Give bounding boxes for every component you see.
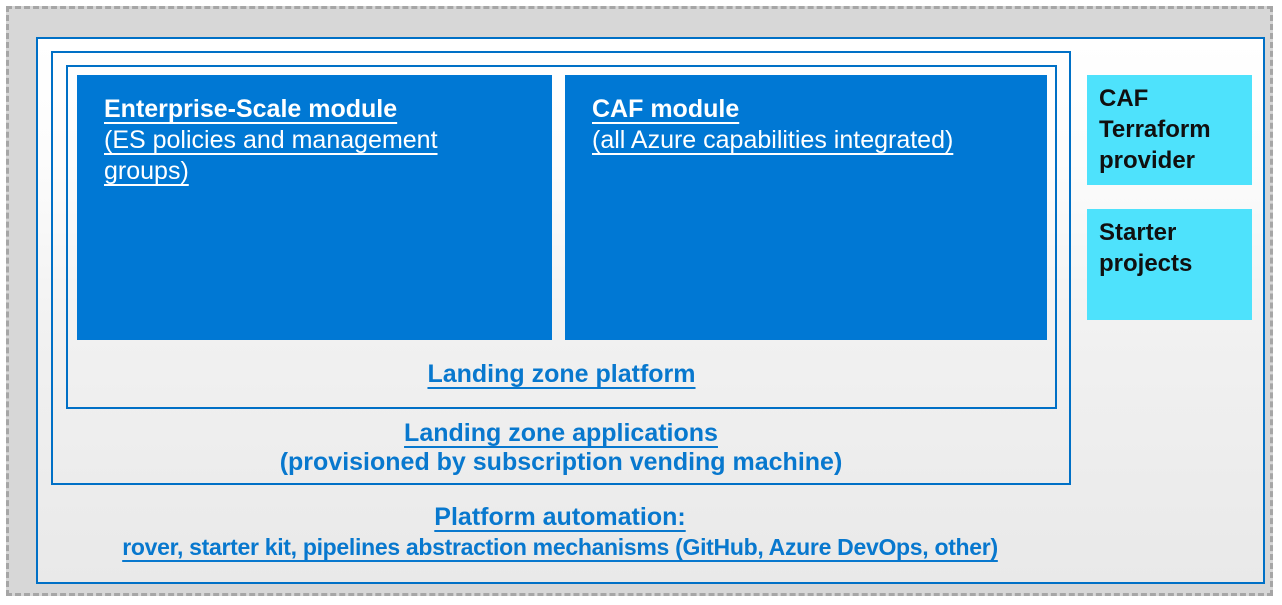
landing-zone-applications-label-block: Landing zone applications (provisioned b… xyxy=(51,419,1071,477)
platform-automation-label: Platform automation: xyxy=(434,503,686,531)
side-box-starter-projects: Starter projects xyxy=(1087,209,1252,320)
landing-zone-applications-container xyxy=(51,51,1071,485)
platform-automation-label-block: Platform automation: rover, starter kit,… xyxy=(42,503,1078,562)
dashed-outer-frame: Enterprise-Scale module (ES policies and… xyxy=(6,6,1273,596)
platform-automation-sublabel: rover, starter kit, pipelines abstractio… xyxy=(122,534,998,560)
caf-terraform-provider-label: CAF Terraform provider xyxy=(1099,85,1211,174)
starter-projects-label: Starter projects xyxy=(1099,219,1193,277)
module-box-enterprise-scale: Enterprise-Scale module (ES policies and… xyxy=(77,75,552,340)
landing-zone-applications-label: Landing zone applications xyxy=(404,419,718,447)
landing-zone-applications-sublabel: (provisioned by subscription vending mac… xyxy=(279,448,843,476)
landing-zone-platform-container xyxy=(66,65,1057,409)
module-box-caf: CAF module (all Azure capabilities integ… xyxy=(565,75,1047,340)
caf-module-subtitle: (all Azure capabilities integrated) xyxy=(592,126,954,154)
side-box-caf-terraform-provider: CAF Terraform provider xyxy=(1087,75,1252,185)
caf-module-title: CAF module xyxy=(592,95,740,123)
enterprise-scale-module-title: Enterprise-Scale module xyxy=(104,95,398,123)
landing-zone-platform-label: Landing zone platform xyxy=(427,360,696,388)
enterprise-scale-module-subtitle: (ES policies and management groups) xyxy=(104,126,438,185)
